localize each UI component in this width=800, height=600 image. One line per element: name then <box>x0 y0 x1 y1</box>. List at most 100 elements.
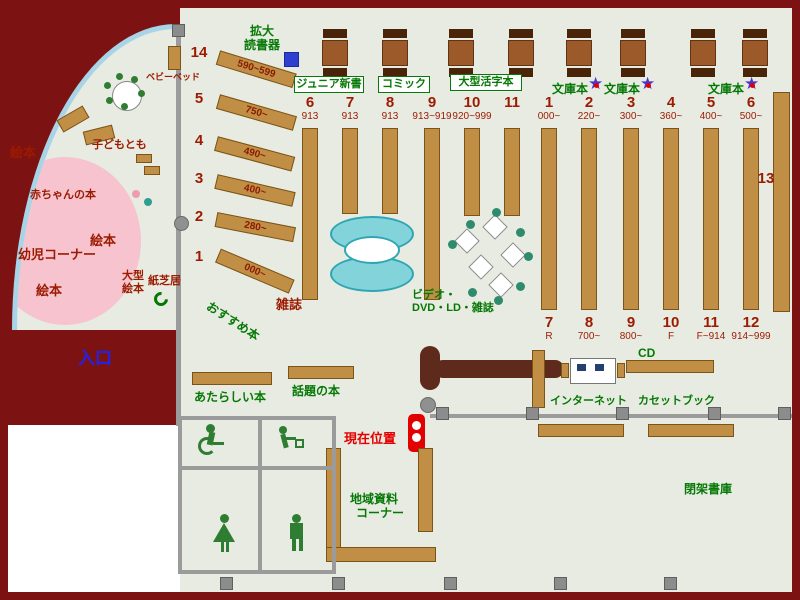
label-ehon-3: 絵本 <box>36 283 63 298</box>
reading-table <box>382 40 408 66</box>
internet-chair <box>561 363 569 378</box>
internet-screen <box>595 364 604 371</box>
service-counter <box>420 346 440 390</box>
stack-range: 920~999 <box>452 111 492 122</box>
chair <box>449 29 473 38</box>
restroom-wall <box>332 416 336 574</box>
chair <box>691 68 715 77</box>
chair <box>383 29 407 38</box>
kids-chair <box>116 73 123 80</box>
stack-num: 7 <box>544 314 554 331</box>
chair <box>621 68 645 77</box>
pillar <box>436 407 449 420</box>
chair <box>509 68 533 77</box>
label-comic: コミック <box>378 76 430 93</box>
kids-stool-teal <box>144 198 152 206</box>
magnifier-device-icon <box>284 52 299 67</box>
bookshelf <box>623 128 639 310</box>
pillar <box>526 407 539 420</box>
entrance-label: 入口 <box>78 349 112 368</box>
restroom-wall <box>178 466 336 470</box>
study-table <box>454 228 480 254</box>
fan-shelf-num: 2 <box>194 208 204 225</box>
internet-table <box>570 358 616 384</box>
stack-num: 7 <box>345 94 355 111</box>
study-chair <box>492 208 501 217</box>
bookshelf <box>504 128 520 216</box>
chair <box>743 68 767 77</box>
stack-num: 11 <box>703 314 719 331</box>
reading-table <box>742 40 768 66</box>
star-center-dot <box>646 83 651 88</box>
wall-bookshelf <box>773 92 790 312</box>
bookshelf <box>663 128 679 310</box>
pillar <box>778 407 791 420</box>
label-new-books: あたらしい本 <box>194 390 267 404</box>
stack-range: R <box>545 331 553 342</box>
study-chair <box>468 288 477 297</box>
stack-range: 913 <box>381 111 399 122</box>
topical-books-shelf <box>288 366 354 379</box>
media-shelf <box>532 350 545 408</box>
service-counter <box>434 360 564 378</box>
chair <box>323 68 347 77</box>
study-table <box>500 242 526 268</box>
label-cassette: カセットブック <box>638 395 715 407</box>
stack-num: 2 <box>584 94 594 111</box>
cyan-table <box>344 236 400 264</box>
closed-stack-shelf <box>648 424 734 437</box>
stack-range: 000~ <box>537 111 561 122</box>
label-closed-stacks: 閉架書庫 <box>684 482 733 496</box>
label-internet: インターネット <box>550 395 627 407</box>
kids-chair <box>131 76 138 83</box>
kids-step <box>144 166 160 175</box>
stack-range: F~914 <box>696 331 726 342</box>
reading-table <box>508 40 534 66</box>
stack-range: F <box>667 331 675 342</box>
stack-num: 12 <box>742 314 760 331</box>
internet-screen <box>577 364 586 371</box>
lower-wall <box>430 414 792 418</box>
label-baby-books: 赤ちゃんの本 <box>30 189 96 201</box>
reading-table <box>566 40 592 66</box>
pillar <box>444 577 457 590</box>
label-ehon-1: 絵本 <box>10 145 37 160</box>
label-ehon-2: 絵本 <box>90 233 117 248</box>
stack-num: 3 <box>626 94 636 111</box>
kids-step <box>136 154 152 163</box>
outer-wall-left <box>0 8 8 592</box>
bookshelf <box>382 128 398 214</box>
bookshelf <box>464 128 480 216</box>
label-topical-books: 話題の本 <box>292 384 341 398</box>
label-magnifier-line1: 拡大 <box>250 24 275 38</box>
label-av-line1: ビデオ・ <box>412 289 456 301</box>
new-books-shelf <box>192 372 272 385</box>
stack-range: 913 <box>301 111 319 122</box>
fan-shelf-num: 5 <box>194 90 204 107</box>
stack-num: 6 <box>305 94 315 111</box>
local-corner-shelf <box>418 448 433 532</box>
study-chair <box>524 252 533 261</box>
pillar <box>708 407 721 420</box>
mens-restroom-icon <box>284 514 310 554</box>
fan-shelf: 280~ <box>214 212 296 243</box>
fan-shelf-num: 1 <box>194 248 204 265</box>
label-junior-shinsho: ジュニア新書 <box>294 76 364 93</box>
label-bunko-3: 文庫本 <box>708 82 745 96</box>
outer-wall-bottom <box>0 592 800 600</box>
round-pillar <box>174 216 189 231</box>
bookshelf <box>541 128 557 310</box>
study-chair <box>494 296 503 305</box>
pillar <box>172 24 185 37</box>
stack-num: 9 <box>427 94 437 111</box>
baby-care-icon <box>276 424 306 460</box>
round-pillar <box>420 397 436 413</box>
closed-stack-shelf <box>538 424 624 437</box>
pillar <box>220 577 233 590</box>
stack-range: 400~ <box>699 111 723 122</box>
cd-shelf <box>626 360 714 373</box>
exterior-area <box>8 425 180 592</box>
stack-num: 8 <box>584 314 594 331</box>
study-table <box>488 272 514 298</box>
bookshelf <box>302 128 318 300</box>
